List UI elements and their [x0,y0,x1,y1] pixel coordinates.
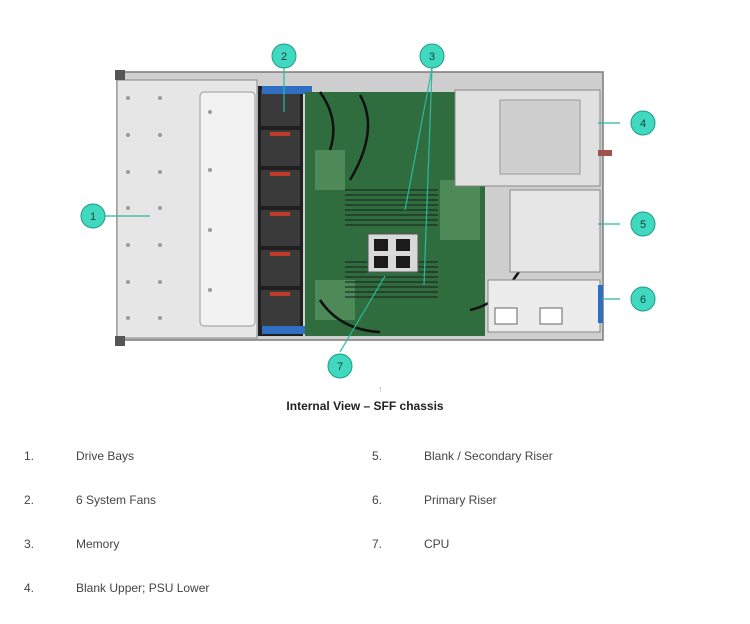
legend-number: 2. [24,493,35,507]
callout-5-label: 5 [640,219,646,231]
callout-4-label: 4 [640,118,646,130]
cpu [367,233,419,273]
rear-bays [454,89,612,333]
legend-label: Primary Riser [424,493,497,507]
legend-label: 6 System Fans [76,493,157,507]
legend-number: 5. [372,449,383,463]
callout-2-label: 2 [281,51,287,63]
callout-7: 7 [327,353,353,379]
callout-4: 4 [630,110,656,136]
callout-3: 3 [419,43,445,69]
callout-2: 2 [271,43,297,69]
legend-number: 6. [372,493,383,507]
callout-6-label: 6 [640,294,646,306]
callout-3-label: 3 [429,51,435,63]
legend-label: Memory [76,537,120,551]
callout-1-label: 1 [90,211,96,223]
legend-number: 3. [24,537,35,551]
callout-5: 5 [630,211,656,237]
legend-label: Drive Bays [76,449,135,463]
callout-7-label: 7 [337,361,343,373]
leader-lines [104,67,620,353]
server-internal-diagram: 1 2 3 4 5 6 7 [80,43,656,379]
callout-6: 6 [630,286,656,312]
legend-number: 4. [24,581,35,595]
figure-caption: Internal View – SFF chassis [286,399,444,413]
legend-label: CPU [424,537,450,551]
legend-number: 7. [372,537,383,551]
legend-label: Blank / Secondary Riser [424,449,553,463]
callout-1: 1 [80,203,106,229]
drive-bays [115,70,258,346]
legend-number: 1. [24,449,35,463]
system-fans [258,86,312,336]
legend-label: Blank Upper; PSU Lower [76,581,210,595]
caption-marker: ↑ [378,384,383,394]
